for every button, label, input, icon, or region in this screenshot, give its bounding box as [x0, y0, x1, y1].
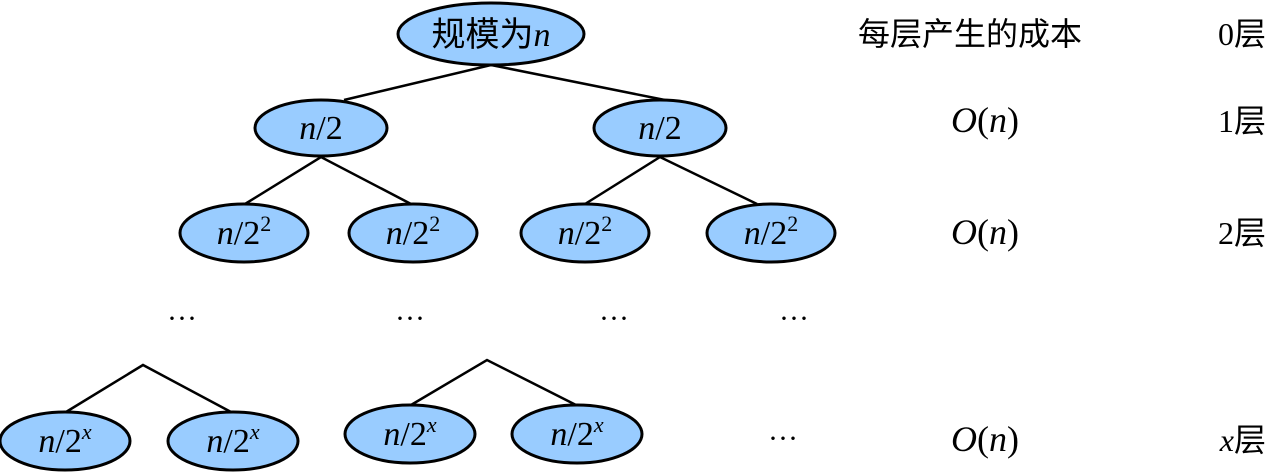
node-var: n: [550, 416, 567, 453]
node-divisor: /2: [567, 416, 593, 453]
ellipsis: ···: [167, 302, 197, 335]
node-var: n: [383, 416, 400, 453]
node-divisor: /2: [655, 110, 681, 147]
node-exponent: 2: [601, 211, 612, 236]
ellipsis: ···: [768, 422, 798, 455]
level-suffix: 层: [1234, 215, 1266, 251]
node-exponent: x: [249, 419, 260, 444]
level2-node: n/22: [178, 202, 310, 264]
node-var: n: [558, 215, 575, 252]
node-divisor: /2: [234, 215, 260, 252]
node-divisor: /2: [316, 110, 342, 147]
node-divisor: /2: [761, 215, 787, 252]
level-number: 1: [1218, 103, 1234, 139]
ellipsis: ···: [599, 302, 629, 335]
node-var: n: [217, 215, 234, 252]
level-suffix: 层: [1234, 422, 1266, 458]
node-exponent: x: [81, 419, 92, 444]
cost-header: 每层产生的成本: [858, 16, 1082, 52]
svg-text:n/2x: n/2x: [206, 419, 259, 460]
root-label-var: n: [534, 17, 551, 54]
root-label-prefix: 规模为: [432, 16, 534, 54]
level2-node: n/22: [705, 202, 837, 264]
cost-open: (: [977, 100, 989, 140]
tree-edge: [584, 155, 758, 206]
node-exponent: x: [593, 412, 604, 437]
cost-column: 每层产生的成本 O(n)O(n)O(n): [858, 16, 1082, 459]
levelx-node: n/2x: [343, 403, 477, 465]
svg-text:n/2x: n/2x: [38, 419, 91, 460]
cost-var: n: [989, 419, 1007, 459]
svg-text:n/22: n/22: [744, 211, 798, 252]
node-var: n: [206, 423, 223, 460]
level-number: 2: [1218, 215, 1234, 251]
level2-node: n/22: [519, 202, 651, 264]
svg-text:n/2: n/2: [638, 110, 681, 147]
root-node: 规模为n: [396, 1, 586, 67]
svg-text:n/22: n/22: [558, 211, 612, 252]
cost-value: O(n): [951, 419, 1019, 459]
level2-node: n/22: [347, 202, 479, 264]
level-label: 2层: [1218, 215, 1266, 251]
ellipsis: ···: [395, 302, 425, 335]
cost-var: n: [989, 100, 1007, 140]
node-divisor: /2: [55, 423, 81, 460]
cost-value: O(n): [951, 100, 1019, 140]
level1-node: n/2: [253, 98, 389, 158]
ellipsis: ···: [779, 302, 809, 335]
cost-open: (: [977, 419, 989, 459]
level-label: 1层: [1218, 103, 1266, 139]
level1-node: n/2: [592, 98, 728, 158]
svg-text:n/2x: n/2x: [383, 412, 436, 453]
cost-close: ): [1007, 212, 1019, 252]
cost-O: O: [951, 100, 977, 140]
svg-text:n/22: n/22: [386, 211, 440, 252]
level-suffix: 层: [1234, 16, 1266, 52]
tree-edge: [410, 358, 577, 407]
cost-var: n: [989, 212, 1007, 252]
node-var: n: [638, 110, 655, 147]
tree-edge: [65, 363, 232, 414]
levelx-node: n/2x: [0, 410, 132, 472]
cost-open: (: [977, 212, 989, 252]
node-var: n: [299, 110, 316, 147]
svg-text:n/22: n/22: [217, 211, 271, 252]
cost-O: O: [951, 419, 977, 459]
level-label: 0层: [1218, 16, 1266, 52]
node-exponent: 2: [787, 211, 798, 236]
cost-close: ): [1007, 100, 1019, 140]
tree-edge: [244, 155, 412, 206]
node-divisor: /2: [223, 423, 249, 460]
node-exponent: 2: [260, 211, 271, 236]
node-var: n: [386, 215, 403, 252]
levelx-node: n/2x: [510, 403, 644, 465]
level-number: x: [1219, 422, 1234, 458]
node-var: n: [38, 423, 55, 460]
cost-O: O: [951, 212, 977, 252]
node-divisor: /2: [403, 215, 429, 252]
svg-text:n/2x: n/2x: [550, 412, 603, 453]
tree-edge: [343, 63, 666, 102]
node-exponent: x: [426, 412, 437, 437]
svg-text:规模为n: 规模为n: [432, 16, 551, 54]
node-divisor: /2: [575, 215, 601, 252]
node-exponent: 2: [429, 211, 440, 236]
level-number: 0: [1218, 16, 1234, 52]
level-label: x层: [1219, 422, 1266, 458]
node-divisor: /2: [400, 416, 426, 453]
ellipsis-row: ··· ··· ··· ··· ···: [167, 302, 809, 455]
svg-text:n/2: n/2: [299, 110, 342, 147]
cost-close: ): [1007, 419, 1019, 459]
levelx-node: n/2x: [166, 410, 300, 472]
cost-value: O(n): [951, 212, 1019, 252]
level-suffix: 层: [1234, 103, 1266, 139]
node-var: n: [744, 215, 761, 252]
